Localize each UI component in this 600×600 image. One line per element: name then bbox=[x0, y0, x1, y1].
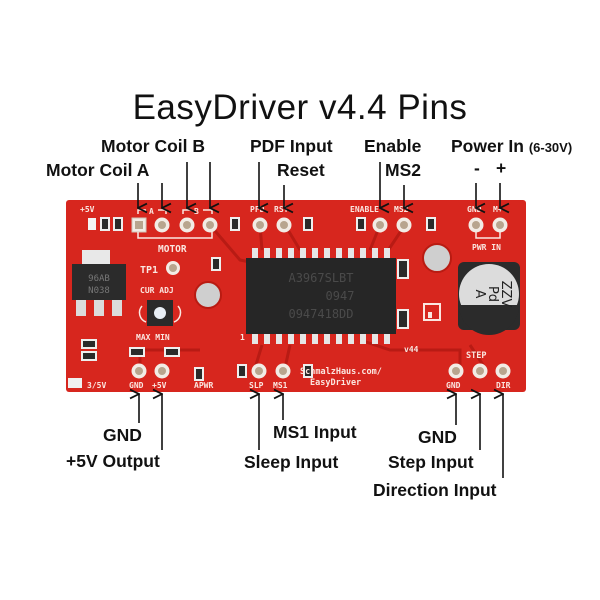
label-motor-coil-b: Motor Coil B bbox=[101, 136, 206, 156]
house-logo-icon bbox=[423, 303, 441, 321]
silk-v44: v44 bbox=[404, 345, 419, 354]
mounting-hole bbox=[194, 281, 222, 309]
silk-pwr-in: PWR IN bbox=[472, 243, 501, 252]
silk-enable: ENABLE bbox=[350, 205, 379, 214]
power-in-range: (6-30V) bbox=[528, 140, 573, 155]
bottom-pin-arrows bbox=[139, 394, 503, 478]
voltage-regulator: 96AB N038 bbox=[72, 250, 126, 316]
diagram-title: EasyDriver v4.4 Pins bbox=[132, 88, 468, 127]
label-reset: Reset bbox=[277, 160, 325, 180]
label-power-in: Power In (6-30V) bbox=[451, 136, 572, 157]
chip-pins-bottom bbox=[252, 330, 390, 344]
silk-coil-b: B bbox=[194, 207, 199, 216]
silk-3-5v: 3/5V bbox=[87, 381, 106, 390]
silk-ms2: MS2 bbox=[394, 205, 409, 214]
silk-coil-a: A bbox=[149, 207, 154, 216]
led-5v bbox=[88, 218, 96, 230]
silk-m-plus: M+ bbox=[493, 205, 503, 214]
silk-url-1: SchmalzHaus.com/ bbox=[300, 367, 382, 377]
label-gnd-left: GND bbox=[103, 425, 142, 445]
label-enable: Enable bbox=[364, 136, 422, 156]
capacitor-marking-3: A bbox=[472, 290, 487, 299]
power-in-text: Power In bbox=[451, 136, 524, 156]
chip-marking-3: 0947418DD bbox=[288, 307, 353, 321]
regulator-marking-2: N038 bbox=[88, 286, 110, 296]
silk-motor: MOTOR bbox=[158, 244, 187, 255]
label-step-input: Step Input bbox=[388, 452, 474, 472]
label-power-minus: - bbox=[474, 158, 480, 178]
capacitor-marking-1: Pd bbox=[485, 286, 500, 302]
label-pdf-input: PDF Input bbox=[250, 136, 333, 156]
label-direction-input: Direction Input bbox=[373, 480, 497, 500]
silk-tp1: TP1 bbox=[140, 265, 158, 276]
chip-pins-top bbox=[252, 248, 390, 262]
smd-components bbox=[81, 217, 436, 381]
silk-cur-adj: CUR ADJ bbox=[140, 286, 174, 295]
regulator-marking-1: 96AB bbox=[88, 274, 110, 284]
silk-pin1: 1 bbox=[240, 333, 245, 342]
label-ms1-input: MS1 Input bbox=[273, 422, 357, 442]
silk-gnd-bottom-left: GND bbox=[129, 381, 144, 390]
silk-url-2: EasyDriver bbox=[310, 377, 361, 388]
electrolytic-capacitor: Pd ZZV A bbox=[458, 262, 520, 335]
silkscreen-text: +5V A B MOTOR PFD RST ENABLE MS2 GND M+ … bbox=[80, 205, 511, 390]
silk-gnd-top: GND bbox=[467, 205, 482, 214]
silk-5v-top: +5V bbox=[80, 205, 95, 214]
current-adjust-potentiometer bbox=[138, 261, 182, 326]
label-power-plus: + bbox=[496, 158, 507, 178]
silk-gnd-bottom-right: GND bbox=[446, 381, 461, 390]
mounting-hole bbox=[422, 243, 452, 273]
silk-max-min: MAX MIN bbox=[136, 333, 170, 342]
silk-step: STEP bbox=[466, 351, 486, 361]
label-gnd-right: GND bbox=[418, 427, 457, 447]
label-ms2: MS2 bbox=[385, 160, 421, 180]
bottom-header-pins bbox=[131, 363, 511, 379]
chip-marking-1: A3967SLBT bbox=[288, 271, 353, 285]
label-5v-output: +5V Output bbox=[66, 451, 160, 471]
stepper-driver-chip: A3967SLBT 0947 0947418DD bbox=[246, 248, 396, 344]
silk-apwr: APWR bbox=[194, 381, 213, 390]
top-header-pins bbox=[131, 217, 508, 233]
silk-rst: RST bbox=[274, 205, 289, 214]
label-sleep-input: Sleep Input bbox=[244, 452, 339, 472]
capacitor-marking-2: ZZV bbox=[498, 281, 513, 308]
silk-pfd: PFD bbox=[250, 205, 265, 214]
silk-slp: SLP bbox=[249, 381, 264, 390]
label-motor-coil-a: Motor Coil A bbox=[46, 160, 150, 180]
silk-5v-bottom: +5V bbox=[152, 381, 167, 390]
silk-ms1: MS1 bbox=[273, 381, 288, 390]
chip-marking-2: 0947 bbox=[326, 289, 355, 303]
top-pin-arrows bbox=[138, 162, 500, 208]
silk-dir: DIR bbox=[496, 381, 511, 390]
jumper-3-5v bbox=[68, 378, 82, 388]
